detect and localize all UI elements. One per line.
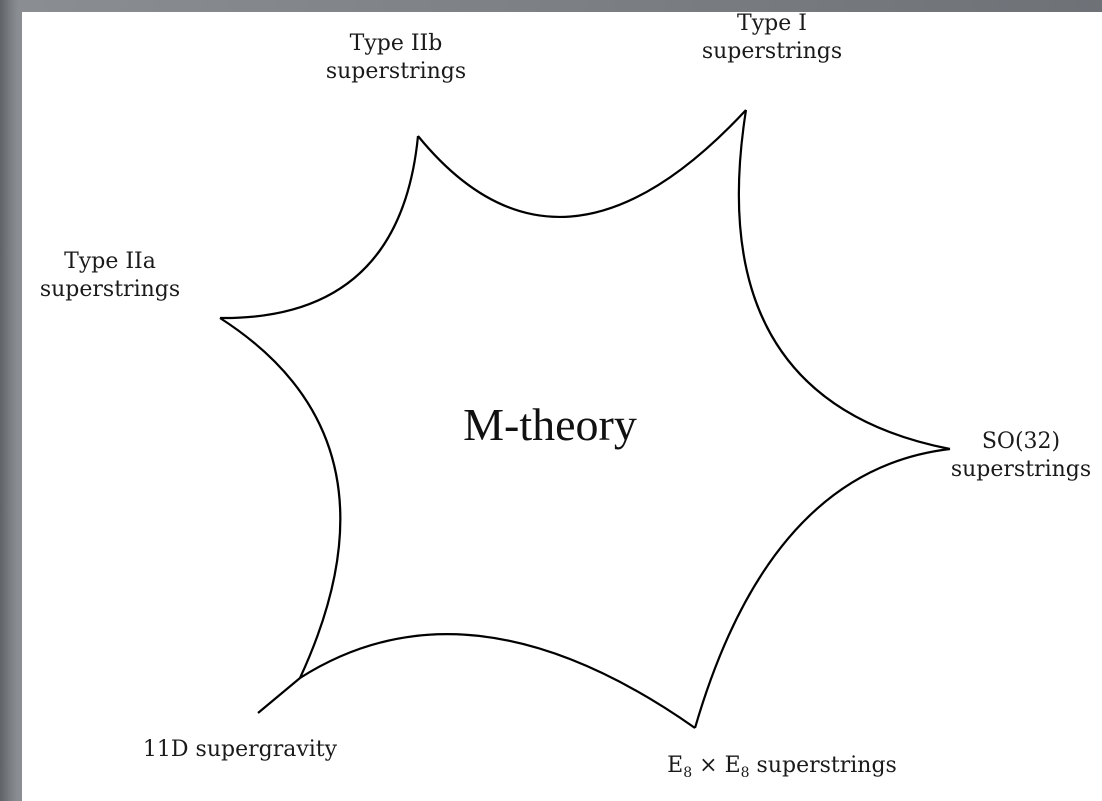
label-type-i-line1: Type I [737, 11, 807, 36]
label-type-iia: Type IIa superstrings [20, 248, 200, 303]
label-e8-1: E [667, 753, 684, 778]
label-11d-line1: 11D supergravity [142, 737, 338, 762]
label-times: × [699, 753, 718, 778]
label-e8e8-rest: superstrings [756, 753, 897, 778]
label-type-i: Type I superstrings [672, 10, 872, 65]
label-type-iib: Type IIb superstrings [296, 30, 496, 85]
edge-iia-to-iib [219, 135, 420, 320]
label-type-iia-line2: superstrings [39, 276, 181, 302]
label-e8-2-sub: 8 [740, 765, 750, 781]
edge-11d-to-iia [219, 317, 342, 679]
label-so32-line2: superstrings [950, 456, 1092, 482]
label-type-iib-line2: superstrings [325, 58, 467, 84]
center-title: M-theory [463, 399, 637, 450]
edge-i-to-so32 [737, 109, 951, 451]
label-type-i-line2: superstrings [701, 38, 843, 64]
label-so32: SO(32) superstrings [940, 428, 1102, 483]
edge-iib-to-i [417, 109, 747, 219]
edge-e8e8-to-11d [257, 633, 696, 729]
edge-so32-to-e8e8 [693, 447, 951, 729]
label-so32-line1: SO(32) [981, 429, 1061, 454]
label-type-iib-line1: Type IIb [349, 31, 443, 56]
label-e8-1-sub: 8 [683, 765, 693, 781]
label-e8e8: E8 × E8 superstrings [602, 752, 962, 783]
label-type-iia-line1: Type IIa [64, 249, 156, 274]
diagram-canvas [22, 12, 1102, 801]
label-e8-2: E [724, 753, 741, 778]
label-11d: 11D supergravity [110, 736, 370, 764]
